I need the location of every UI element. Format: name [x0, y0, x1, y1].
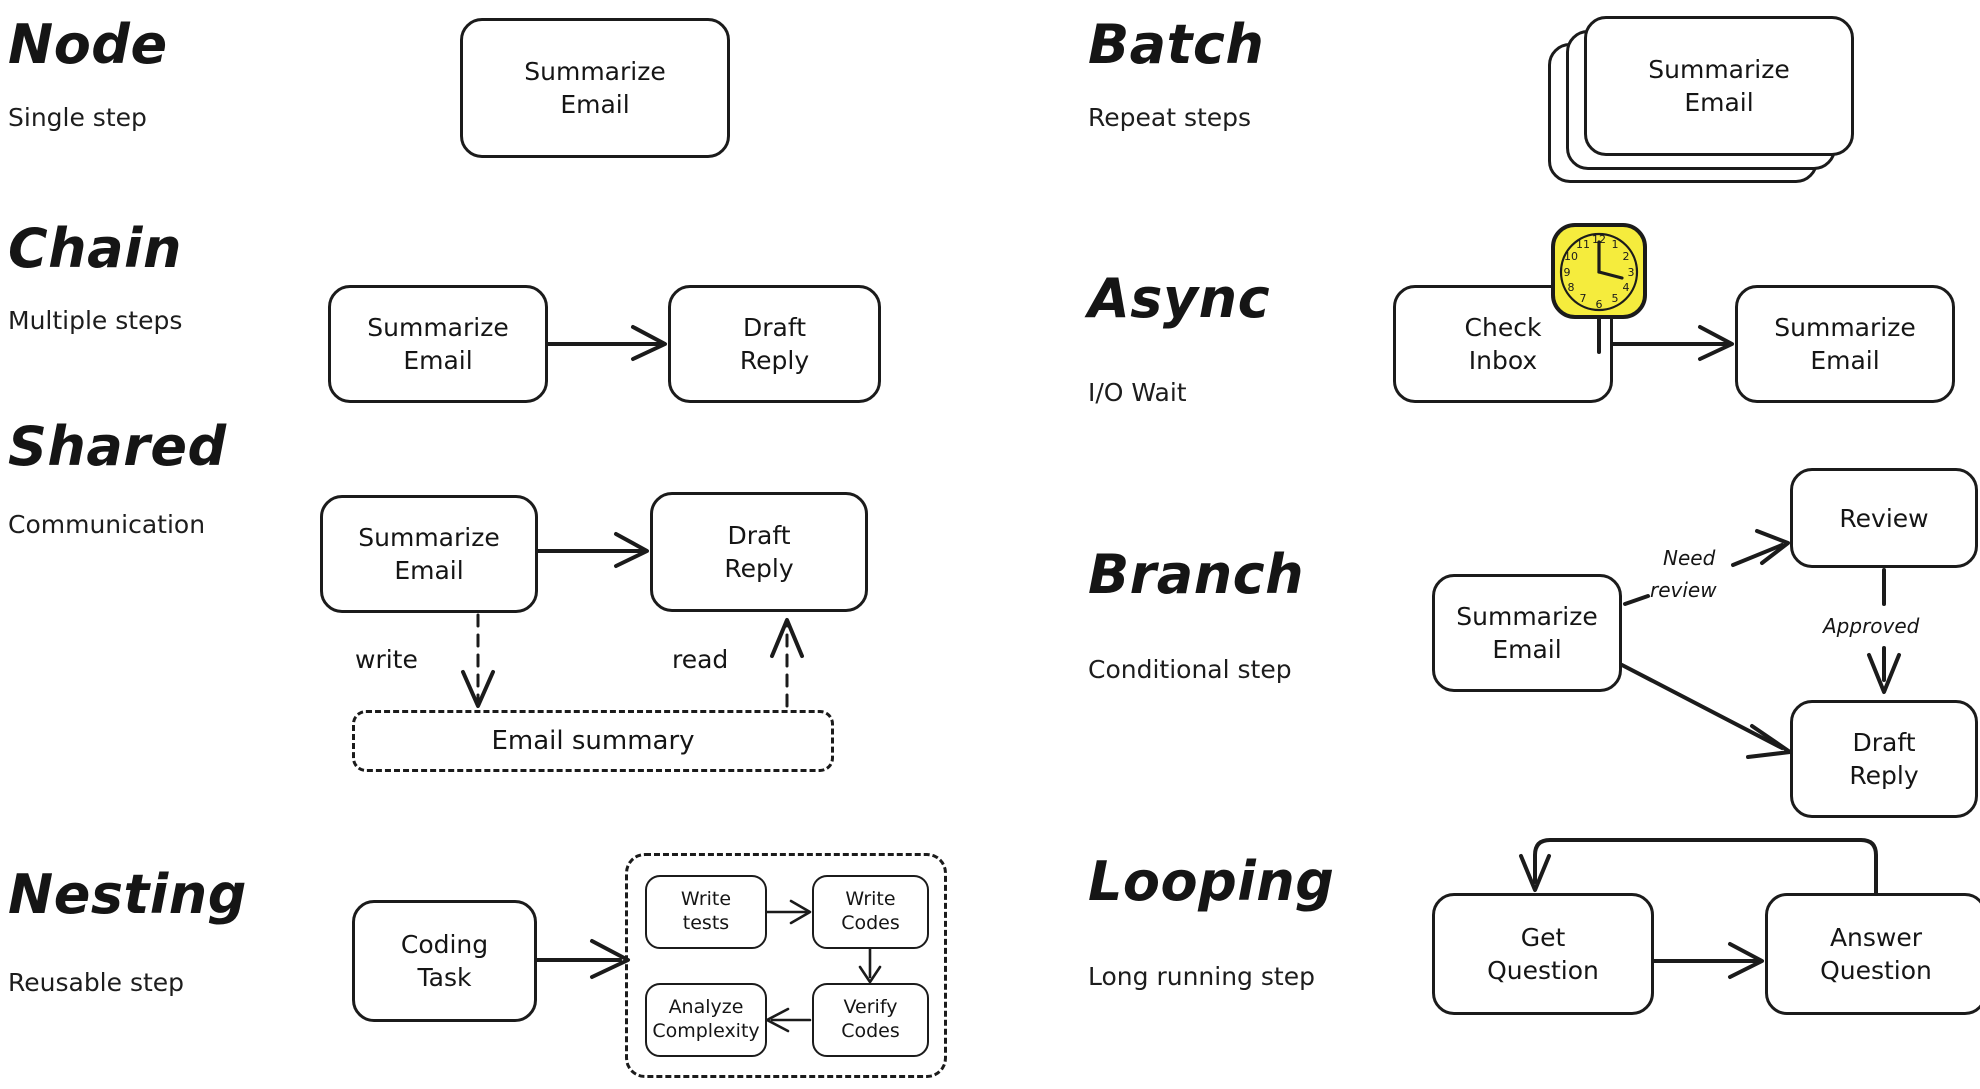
edge-label-need-review-line1: Need	[1663, 546, 1716, 570]
node-verify-codes[interactable]: Verify Codes	[812, 983, 929, 1057]
node-branch-draft-reply[interactable]: Draft Reply	[1790, 700, 1978, 818]
svg-text:8: 8	[1568, 281, 1575, 294]
pattern-title-batch: Batch	[1088, 13, 1265, 76]
pattern-title-node: Node	[8, 13, 168, 76]
edge-label-approved: Approved	[1823, 614, 1920, 638]
svg-text:7: 7	[1580, 292, 1587, 305]
node-chain-summarize-email[interactable]: Summarize Email	[328, 285, 548, 403]
node-batch-summarize-email[interactable]: Summarize Email	[1584, 16, 1854, 156]
edge-label-write: write	[355, 645, 418, 674]
edge-label-need-review-line2: review	[1650, 578, 1717, 602]
pattern-subtitle-looping: Long running step	[1088, 962, 1315, 991]
pattern-subtitle-shared: Communication	[8, 510, 206, 539]
edge-looping-get-to-answer	[1652, 942, 1764, 979]
node-summarize-email[interactable]: Summarize Email	[460, 18, 730, 158]
svg-text:11: 11	[1576, 238, 1590, 251]
node-branch-review[interactable]: Review	[1790, 468, 1978, 568]
node-chain-draft-reply[interactable]: Draft Reply	[668, 285, 881, 403]
node-write-tests[interactable]: Write tests	[645, 875, 767, 949]
pattern-title-nesting: Nesting	[8, 863, 247, 926]
pattern-subtitle-node: Single step	[8, 103, 147, 132]
svg-text:5: 5	[1612, 292, 1619, 305]
pattern-title-async: Async	[1088, 267, 1271, 330]
edge-looping-feedback	[1519, 838, 1878, 895]
svg-text:9: 9	[1564, 266, 1571, 279]
pattern-subtitle-batch: Repeat steps	[1088, 103, 1252, 132]
node-coding-task[interactable]: Coding Task	[352, 900, 537, 1022]
edge-shared-summarize-to-draft	[536, 532, 649, 568]
node-shared-summarize-email[interactable]: Summarize Email	[320, 495, 538, 613]
pattern-subtitle-async: I/O Wait	[1088, 378, 1187, 407]
svg-text:12: 12	[1592, 233, 1606, 246]
pattern-title-chain: Chain	[8, 217, 182, 280]
node-answer-question[interactable]: Answer Question	[1765, 893, 1980, 1015]
edge-label-read: read	[672, 645, 729, 674]
pattern-subtitle-branch: Conditional step	[1088, 655, 1292, 684]
pattern-title-looping: Looping	[1088, 850, 1335, 913]
clock-icon: 12 1 2 3 4 5 6 7 8 9 10 11	[1549, 221, 1649, 321]
svg-text:4: 4	[1623, 281, 1630, 294]
shared-store-email-summary[interactable]: Email summary	[352, 710, 834, 772]
svg-text:10: 10	[1564, 250, 1578, 263]
edge-branch-direct-to-draft	[1620, 663, 1792, 759]
node-shared-draft-reply[interactable]: Draft Reply	[650, 492, 868, 612]
edge-shared-write	[461, 613, 495, 708]
svg-text:1: 1	[1612, 238, 1619, 251]
node-get-question[interactable]: Get Question	[1432, 893, 1654, 1015]
pattern-title-shared: Shared	[8, 415, 227, 478]
svg-text:2: 2	[1623, 250, 1630, 263]
node-async-summarize-email[interactable]: Summarize Email	[1735, 285, 1955, 403]
node-analyze-complexity[interactable]: Analyze Complexity	[645, 983, 767, 1057]
edge-shared-read	[770, 618, 804, 708]
pattern-subtitle-chain: Multiple steps	[8, 306, 183, 335]
edge-nesting-task-to-subflow	[535, 939, 630, 979]
pattern-title-branch: Branch	[1088, 543, 1305, 606]
pattern-subtitle-nesting: Reusable step	[8, 968, 185, 997]
edge-chain-summarize-to-draft	[546, 325, 667, 361]
clock-icon-svg: 12 1 2 3 4 5 6 7 8 9 10 11	[1551, 223, 1647, 319]
svg-text:6: 6	[1596, 298, 1603, 311]
svg-text:3: 3	[1628, 266, 1635, 279]
node-branch-summarize-email[interactable]: Summarize Email	[1432, 574, 1622, 692]
node-write-codes[interactable]: Write Codes	[812, 875, 929, 949]
edge-async-check-to-summarize	[1611, 325, 1734, 361]
node-check-inbox[interactable]: Check Inbox	[1393, 285, 1613, 403]
